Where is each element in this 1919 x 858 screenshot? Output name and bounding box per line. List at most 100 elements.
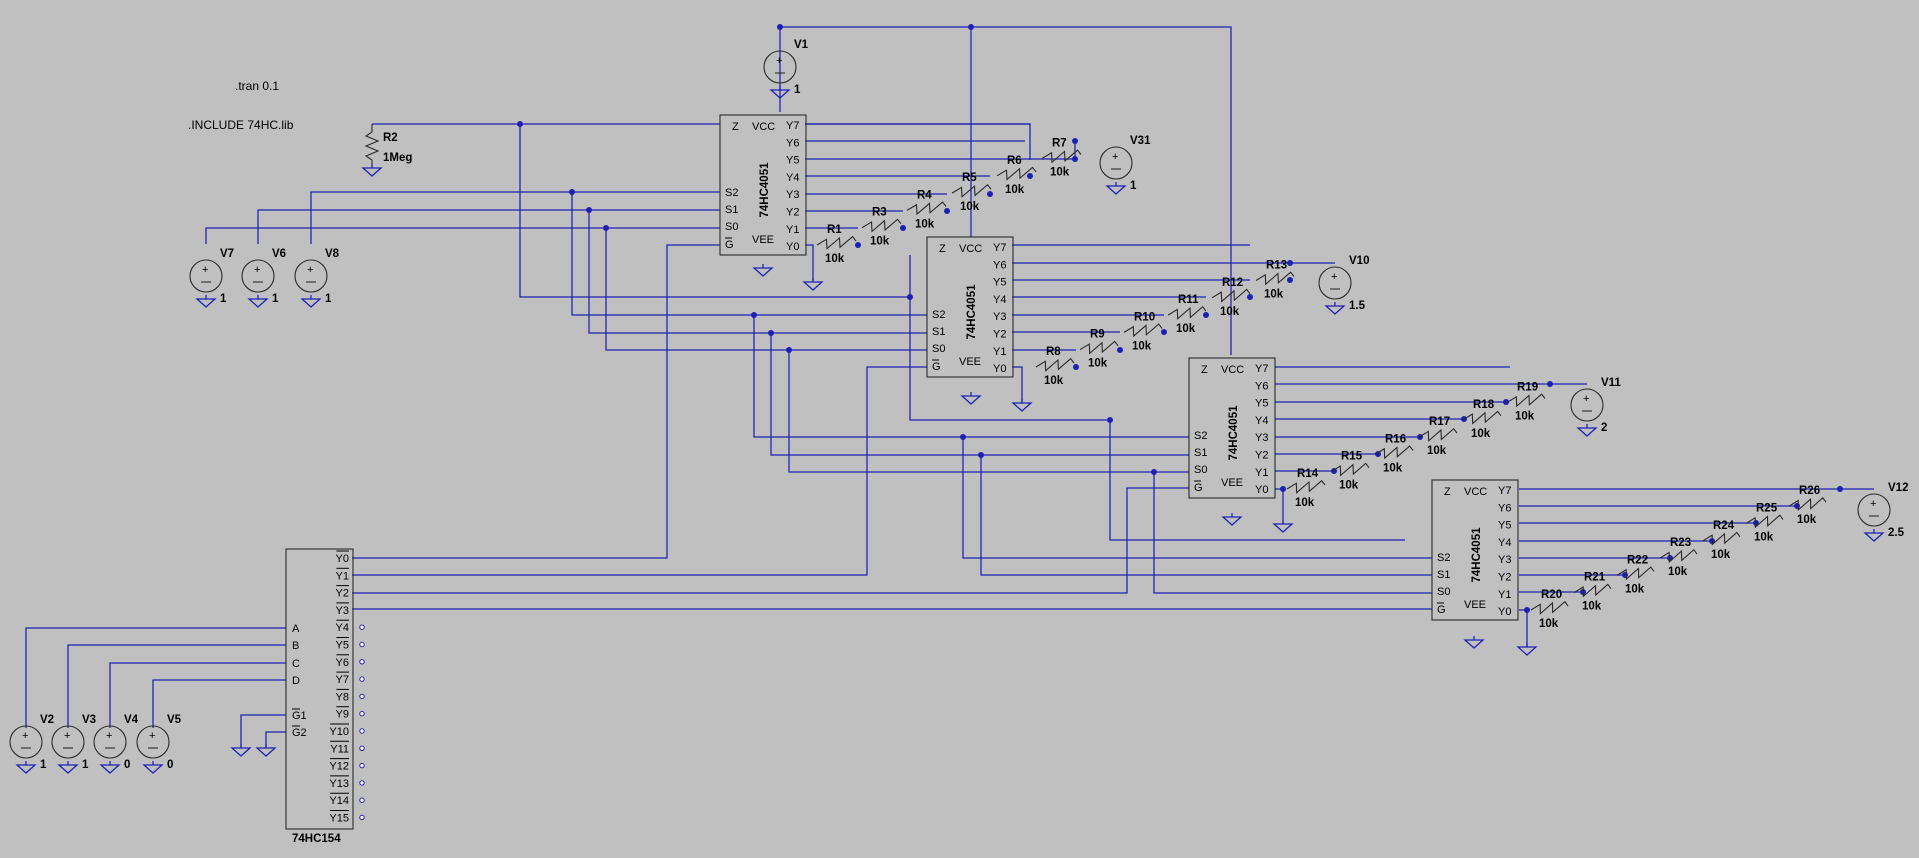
pin-label: Y1: [993, 346, 1006, 358]
include-directive[interactable]: .INCLUDE 74HC.lib: [188, 118, 294, 132]
resistor-symbol: [1788, 497, 1827, 512]
voltage-source-v8[interactable]: +V81: [294, 248, 340, 305]
resistor-r21[interactable]: R21 10k: [1573, 572, 1612, 613]
ground-symbol: [1105, 182, 1127, 195]
resistor-symbol: [1286, 479, 1326, 494]
ground-symbol: [300, 295, 322, 308]
source-value: 1: [220, 293, 227, 305]
ground-symbol: [361, 164, 383, 177]
resistor-symbol: [1530, 600, 1569, 615]
source-symbol: [1570, 388, 1604, 422]
resistor-symbol: [1255, 271, 1295, 286]
resistor-name: R21: [1584, 572, 1606, 584]
tran-directive[interactable]: .tran 0.1: [235, 79, 279, 93]
open-output-pin: [359, 745, 365, 751]
source-symbol: [241, 259, 275, 293]
decoder-body: [285, 548, 354, 830]
ground-icon: [1863, 529, 1885, 542]
plus-sign: +: [776, 55, 782, 67]
resistor-value: 10k: [1668, 566, 1688, 578]
vcc-label: VCC: [1221, 364, 1244, 376]
resistor-value: 10k: [1539, 618, 1559, 630]
resistor-symbol: [1123, 323, 1163, 338]
resistor-value: 10k: [1711, 549, 1731, 561]
open-output-pin: [359, 780, 365, 786]
plus-sign: +: [22, 730, 28, 742]
decoder-74hc154[interactable]: 74HC154ABCDG1G2Y0Y1Y2Y3Y4Y5Y6Y7Y8Y9Y10Y1…: [285, 548, 365, 845]
pin-label: S2: [1194, 430, 1207, 442]
ground-symbol: [1272, 520, 1294, 533]
open-output-pin: [359, 728, 365, 734]
decoder-input-label: B: [292, 640, 299, 652]
resistor-symbol: [816, 235, 857, 250]
resistor-value: 10k: [1264, 289, 1284, 301]
pin-label: Y0: [993, 363, 1006, 375]
source-value: 1.5: [1349, 300, 1366, 312]
resistor-name: R19: [1517, 382, 1538, 394]
pin-label: Y6: [1498, 502, 1511, 514]
pin-label: G: [1437, 604, 1446, 616]
voltage-source-v3[interactable]: +V31: [51, 714, 96, 771]
decoder-output-label: Y5: [336, 640, 349, 652]
decoder-part-label: 74HC154: [292, 833, 341, 845]
decoder-output-label: Y3: [336, 605, 349, 617]
source-symbol: [1857, 493, 1891, 527]
mux-body: [719, 114, 807, 256]
plus-sign: +: [254, 264, 260, 276]
pin-label: Y3: [1498, 554, 1511, 566]
voltage-source-v2[interactable]: +V21: [9, 714, 54, 771]
pin-label: S1: [1437, 569, 1450, 581]
ground-symbol: [99, 761, 121, 774]
voltage-source-v5[interactable]: +V50: [136, 714, 182, 771]
ground-symbol: [1324, 302, 1346, 315]
voltage-source-v1[interactable]: +V11: [763, 39, 809, 96]
voltage-source-v7[interactable]: +V71: [189, 248, 234, 305]
pin-label: Z: [1444, 486, 1451, 498]
voltage-source-v4[interactable]: +V40: [93, 714, 139, 771]
ground-symbol: [142, 761, 164, 774]
ground-symbol: [1516, 643, 1538, 656]
pin-label: S0: [1194, 464, 1207, 476]
resistor-symbol: [951, 183, 992, 198]
source-value: 1: [325, 293, 332, 305]
resistor-value: 10k: [1582, 601, 1602, 613]
decoder-input-label: A: [292, 623, 300, 635]
plus-sign: +: [307, 264, 313, 276]
voltage-source-v6[interactable]: +V61: [241, 248, 286, 305]
resistor-value: 10k: [960, 201, 980, 213]
